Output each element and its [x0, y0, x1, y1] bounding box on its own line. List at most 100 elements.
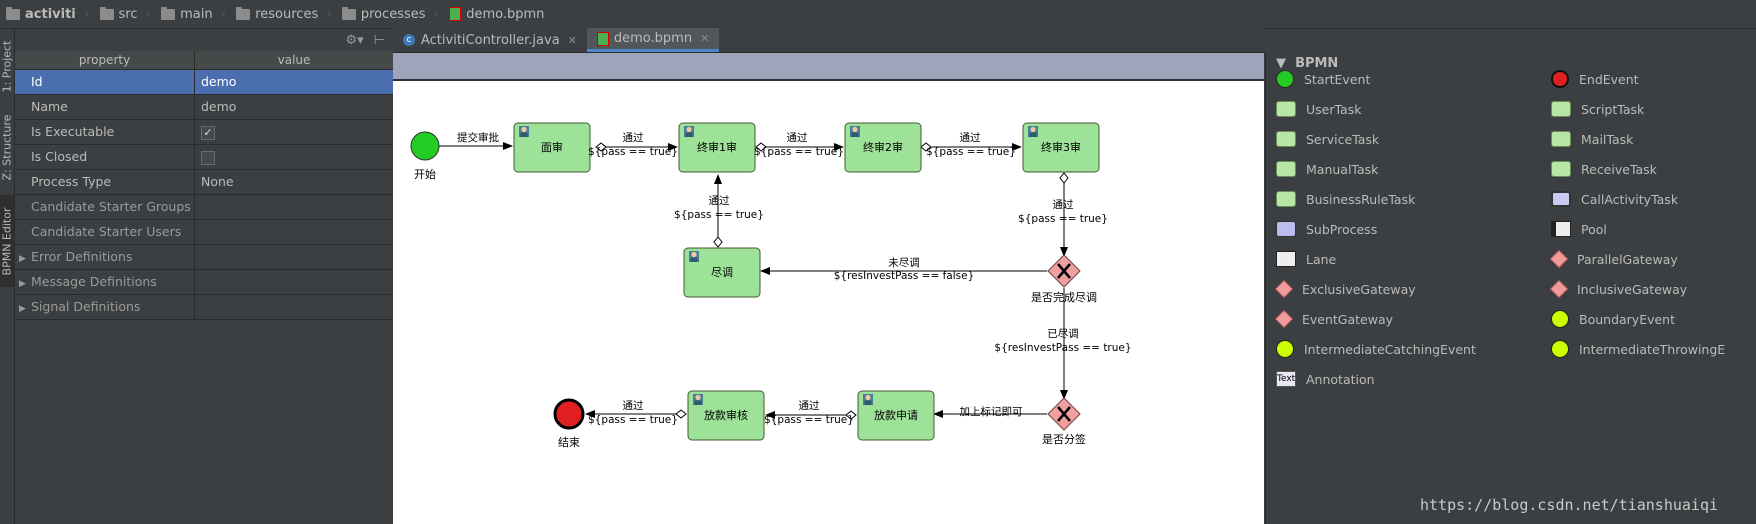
palette-item-receive-task[interactable]: ReceiveTask — [1551, 159, 1657, 179]
intermediate-catching-event-icon — [1276, 340, 1294, 358]
close-icon[interactable]: ✕ — [567, 33, 577, 47]
property-value[interactable] — [195, 220, 393, 244]
editor-tabs: c ActivitiController.java ✕ demo.bpmn ✕ — [393, 28, 1265, 53]
column-header-value: value — [277, 53, 311, 67]
annotation-icon: Text — [1276, 371, 1296, 387]
call-activity-task-icon — [1551, 191, 1571, 207]
expand-arrow-icon[interactable]: ▶ — [19, 279, 26, 289]
start-event[interactable] — [410, 131, 440, 161]
property-value — [195, 295, 393, 319]
expand-arrow-icon[interactable]: ▶ — [19, 254, 26, 264]
tab-activiti-controller[interactable]: c ActivitiController.java ✕ — [393, 28, 587, 52]
close-icon[interactable]: ✕ — [700, 32, 710, 45]
breadcrumb-item-demo-bpmn[interactable]: demo.bpmn — [443, 0, 548, 28]
breadcrumb-item-processes[interactable]: processes› — [336, 0, 443, 28]
palette-item-boundary-event[interactable]: BoundaryEvent — [1551, 309, 1675, 329]
palette-item-call-activity-task[interactable]: CallActivityTask — [1551, 189, 1678, 209]
tab-demo-bpmn[interactable]: demo.bpmn ✕ — [586, 28, 720, 52]
bpmn-diagram[interactable]: 开始 结束 面审 终审1审 终审2审 终审3审 尽调 — [393, 53, 1264, 524]
hide-panel-icon[interactable]: ⊢ — [373, 32, 385, 48]
tab-project[interactable]: 1: Project — [0, 40, 14, 92]
property-name: Error Definitions — [31, 249, 133, 264]
palette-item-manual-task[interactable]: ManualTask — [1276, 159, 1378, 179]
palette-item-service-task[interactable]: ServiceTask — [1276, 129, 1379, 149]
is-executable-checkbox[interactable]: ✓ — [201, 125, 215, 140]
palette-item-user-task[interactable]: UserTask — [1276, 99, 1361, 119]
watermark: https://blog.csdn.net/tianshuaiqi — [1419, 496, 1718, 514]
property-row-signal-definitions[interactable]: ▶Signal Definitions — [15, 295, 393, 320]
property-row-error-definitions[interactable]: ▶ Error Definitions — [15, 245, 393, 270]
property-name: Process Type — [15, 170, 195, 194]
palette-item-lane[interactable]: Lane — [1276, 249, 1336, 269]
flow-label-not-done-cond: ${resInvestPass == false} — [834, 270, 975, 282]
task-fangkuan-shenhe[interactable]: 放款审核 — [687, 390, 765, 441]
palette-item-mail-task[interactable]: MailTask — [1551, 129, 1633, 149]
column-header-property: property — [15, 51, 195, 69]
palette-item-event-gateway[interactable]: EventGateway — [1274, 309, 1393, 329]
palette-item-business-rule-task[interactable]: BusinessRuleTask — [1276, 189, 1415, 209]
properties-panel: ⚙▾ ⊢ property value Id demo Name demo Is… — [15, 29, 393, 524]
property-row-candidate-users[interactable]: Candidate Starter Users — [15, 220, 393, 245]
palette-item-pool[interactable]: Pool — [1551, 219, 1607, 239]
flow-label-pass-cond: ${pass == true} — [764, 414, 854, 426]
palette-item-exclusive-gateway[interactable]: ExclusiveGateway — [1274, 279, 1416, 299]
task-jindiao[interactable]: 尽调 — [683, 247, 761, 298]
palette-item-start-event[interactable]: StartEvent — [1276, 69, 1370, 89]
task-mianshen[interactable]: 面审 — [513, 122, 591, 173]
property-row-name[interactable]: Name demo — [15, 95, 393, 120]
property-row-is-closed[interactable]: Is Closed — [15, 145, 393, 170]
palette-item-parallel-gateway[interactable]: ParallelGateway — [1549, 249, 1678, 269]
property-name: Candidate Starter Users — [15, 220, 195, 244]
task-zhongshen3[interactable]: 终审3审 — [1022, 122, 1100, 173]
palette-item-subprocess[interactable]: SubProcess — [1276, 219, 1377, 239]
is-closed-checkbox[interactable] — [201, 150, 215, 165]
task-zhongshen1[interactable]: 终审1审 — [678, 122, 756, 173]
property-row-id[interactable]: Id demo — [15, 70, 393, 95]
property-value[interactable]: demo — [201, 74, 237, 89]
start-event-icon — [1276, 70, 1294, 88]
property-row-candidate-groups[interactable]: Candidate Starter Groups — [15, 195, 393, 220]
end-event[interactable] — [553, 398, 585, 430]
property-row-message-definitions[interactable]: ▶Message Definitions — [15, 270, 393, 295]
task-fangkuan-shenqing[interactable]: 放款申请 — [857, 390, 935, 441]
folder-icon — [99, 6, 114, 20]
gateway-wancheng[interactable]: 是否完成尽调 — [1031, 254, 1097, 304]
flow-label-add-mark: 加上标记即可 — [960, 406, 1023, 418]
expand-arrow-icon[interactable]: ▶ — [19, 304, 26, 314]
property-row-is-executable[interactable]: Is Executable ✓ — [15, 120, 393, 145]
lane-icon — [1276, 251, 1296, 267]
breadcrumb-item-resources[interactable]: resources› — [230, 0, 336, 28]
tab-bpmn-editor[interactable]: BPMN Editor — [0, 195, 14, 287]
breadcrumb: activiti› src› main› resources› processe… — [0, 0, 1756, 29]
flow-labels: 提交审批 通过 ${pass == true} 通过 ${pass == tru… — [457, 131, 1132, 426]
diagram-canvas[interactable]: 开始 结束 面审 终审1审 终审2审 终审3审 尽调 — [393, 53, 1264, 524]
property-value[interactable]: demo — [201, 99, 237, 114]
gear-icon[interactable]: ⚙▾ — [345, 32, 364, 48]
bpmn-file-icon — [596, 31, 609, 46]
task-zhongshen2[interactable]: 终审2审 — [844, 122, 922, 173]
palette-item-intermediate-throwing-event[interactable]: IntermediateThrowingE — [1551, 339, 1725, 359]
flow-label-done: 已尽调 — [1047, 328, 1079, 340]
breadcrumb-item-main[interactable]: main› — [155, 0, 230, 28]
breadcrumb-item-activiti[interactable]: activiti› — [0, 0, 94, 28]
property-row-process-type[interactable]: Process Type None — [15, 170, 393, 195]
property-name: Candidate Starter Groups — [15, 195, 195, 219]
gateway-fenqian[interactable]: 是否分签 — [1042, 397, 1086, 446]
palette-item-script-task[interactable]: ScriptTask — [1551, 99, 1644, 119]
properties-toolbar: ⚙▾ ⊢ — [15, 29, 393, 51]
palette-item-end-event[interactable]: EndEvent — [1551, 69, 1639, 89]
breadcrumb-item-src[interactable]: src› — [94, 0, 156, 28]
flow-label-pass-cond: ${pass == true} — [674, 209, 764, 221]
palette-item-inclusive-gateway[interactable]: InclusiveGateway — [1549, 279, 1687, 299]
task-label: 终审1审 — [697, 140, 737, 154]
property-value[interactable]: None — [201, 174, 234, 189]
flow-label-pass: 通过 — [799, 399, 820, 412]
property-value[interactable] — [195, 195, 393, 219]
folder-icon — [161, 6, 176, 20]
property-name: Is Closed — [15, 145, 195, 169]
palette-item-intermediate-catching-event[interactable]: IntermediateCatchingEvent — [1276, 339, 1476, 359]
tab-structure[interactable]: Z: Structure — [0, 114, 14, 180]
palette-header[interactable]: ▼ BPMN — [1276, 56, 1339, 71]
flow-label-submit: 提交审批 — [457, 131, 499, 144]
